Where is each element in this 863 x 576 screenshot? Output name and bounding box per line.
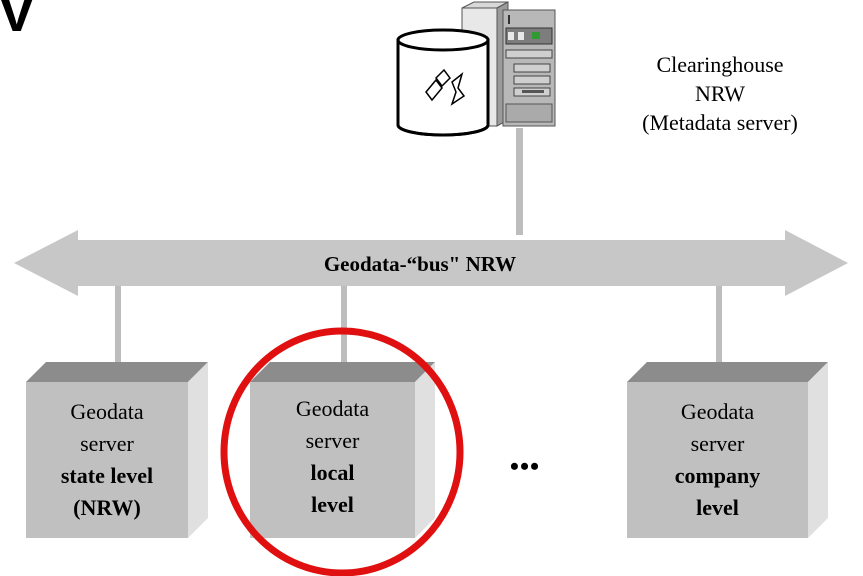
- server-level-line1: local: [310, 460, 355, 485]
- more-servers-ellipsis: •••: [509, 452, 541, 481]
- server-label-line2: server: [80, 431, 134, 456]
- server-label-line1: Geodata: [295, 396, 370, 421]
- server-level-line1: company: [674, 463, 761, 488]
- server-level-line2: level: [696, 495, 739, 520]
- server-label-line1: Geodata: [680, 399, 755, 424]
- server-label-state-level: Geodata server state level (NRW): [26, 396, 188, 524]
- server-level-line2: level: [311, 492, 354, 517]
- geodata-bus-arrow: [14, 230, 848, 296]
- connector-state-level: [115, 286, 121, 362]
- server-label-company-level: Geodata server company level: [627, 396, 808, 524]
- metadata-glyph-icon: [425, 68, 466, 106]
- clearinghouse-line1: Clearinghouse: [656, 52, 784, 77]
- clearinghouse-label: Clearinghouse NRW (Metadata server): [600, 50, 840, 137]
- clearinghouse-line3: (Metadata server): [642, 110, 798, 135]
- database-icon: [396, 28, 490, 137]
- connector-local-level: [341, 286, 347, 362]
- server-level-line2: (NRW): [73, 495, 141, 520]
- server-label-local-level: Geodata server local level: [250, 393, 415, 521]
- server-label-line2: server: [690, 431, 745, 456]
- server-box-state-level: [26, 362, 208, 538]
- cropped-title-glyph: V: [0, 0, 36, 43]
- server-box-local-level: [250, 362, 435, 538]
- bus-label: Geodata-“bus" NRW: [323, 252, 517, 276]
- metadata-connector: [516, 128, 523, 235]
- server-label-line2: server: [305, 428, 360, 453]
- server-level-line1: state level: [60, 463, 154, 488]
- server-label-line1: Geodata: [70, 399, 144, 424]
- connector-company-level: [716, 286, 722, 362]
- highlight-circle: [220, 327, 464, 576]
- server-box-company-level: [627, 362, 828, 538]
- clearinghouse-line2: NRW: [694, 81, 746, 106]
